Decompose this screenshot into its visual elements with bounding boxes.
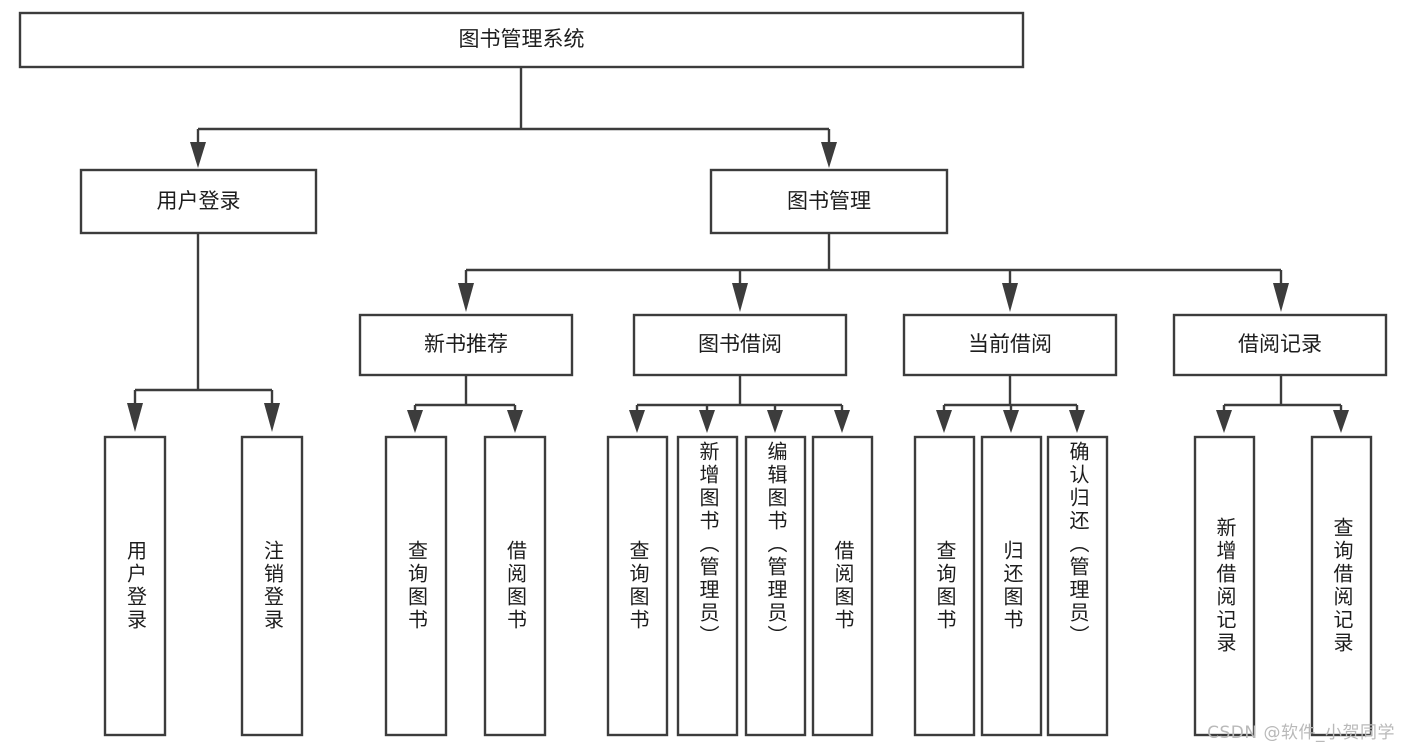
node-leaf-return-book-box[interactable]: [980, 435, 1043, 737]
node-leaf-query-book-3-box[interactable]: [913, 435, 976, 737]
node-book-borrow-box[interactable]: [632, 313, 848, 377]
arrow-to-leaf-borrow-book-2: [834, 410, 850, 433]
arrow-to-leaf-user-login: [127, 403, 143, 432]
node-leaf-user-login-box[interactable]: [103, 435, 167, 737]
node-leaf-borrow-book-2-box[interactable]: [811, 435, 874, 737]
arrow-to-new-book-recommend: [458, 283, 474, 312]
node-leaf-add-book-box[interactable]: [676, 435, 739, 737]
arrow-to-user-login: [190, 142, 206, 168]
node-leaf-borrow-book-1-box[interactable]: [483, 435, 547, 737]
arrow-to-borrow-record: [1273, 283, 1289, 312]
arrow-to-leaf-query-book-2: [629, 410, 645, 433]
arrow-to-leaf-borrow-book-1: [507, 410, 523, 433]
node-leaf-query-record-box[interactable]: [1310, 435, 1373, 737]
node-user-login-box[interactable]: [79, 168, 318, 235]
arrow-to-book-borrow: [732, 283, 748, 312]
node-new-book-recommend-box[interactable]: [358, 313, 574, 377]
arrow-to-leaf-query-book-3: [936, 410, 952, 433]
arrow-to-leaf-confirm-return: [1069, 410, 1085, 433]
node-leaf-query-book-2-box[interactable]: [606, 435, 669, 737]
node-leaf-add-record-box[interactable]: [1193, 435, 1256, 737]
node-leaf-edit-book-box[interactable]: [744, 435, 807, 737]
arrow-to-leaf-query-book-1: [407, 410, 423, 433]
node-root-box[interactable]: [18, 11, 1025, 69]
arrow-to-book-manage: [821, 142, 837, 168]
node-leaf-confirm-return-box[interactable]: [1046, 435, 1109, 737]
arrow-to-leaf-add-record: [1216, 410, 1232, 433]
arrow-to-leaf-add-book: [699, 410, 715, 433]
arrow-to-leaf-logout-login: [264, 403, 280, 432]
arrow-to-leaf-query-record: [1333, 410, 1349, 433]
arrow-to-leaf-edit-book: [767, 410, 783, 433]
arrow-to-leaf-return-book: [1003, 410, 1019, 433]
csdn-watermark: CSDN @软件_小贺同学: [1207, 723, 1395, 743]
node-leaf-query-book-1-box[interactable]: [384, 435, 448, 737]
node-book-manage-box[interactable]: [709, 168, 949, 235]
node-borrow-record-box[interactable]: [1172, 313, 1388, 377]
arrow-to-current-borrow: [1002, 283, 1018, 312]
node-leaf-logout-login-box[interactable]: [240, 435, 304, 737]
node-current-borrow-box[interactable]: [902, 313, 1118, 377]
